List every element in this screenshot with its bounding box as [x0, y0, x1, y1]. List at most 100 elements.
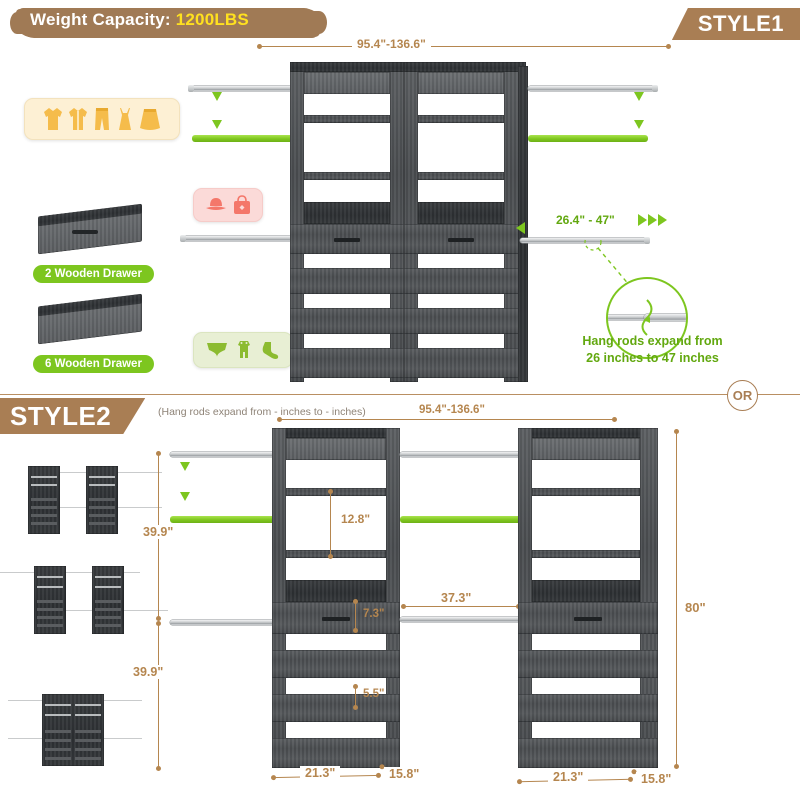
- s2r-left-panel: [518, 428, 532, 768]
- style1-zoom-note-line2: 26 inches to 47 inches: [586, 350, 719, 365]
- style1-callout-dash: [584, 238, 631, 287]
- style1-top-width-line: [257, 43, 671, 51]
- style2-right-width-label: 21.3": [548, 770, 589, 784]
- pants-icon: [95, 108, 109, 130]
- s2l-top-inner: [286, 438, 386, 460]
- style1-rod-cap-ll: [180, 235, 186, 242]
- style1-closet-unit: [290, 62, 530, 382]
- style2-rod-upper-left: [170, 452, 280, 457]
- style2-top-width-line: [277, 416, 617, 424]
- drawer-label-2: 2 Wooden Drawer: [33, 265, 154, 283]
- clothing-badge: [24, 98, 180, 140]
- underwear-icon: [207, 343, 227, 357]
- accessories-badge: [193, 188, 263, 222]
- style1-rod-expandable-cap: [644, 237, 650, 244]
- s2r-drawer-handle[interactable]: [574, 617, 602, 621]
- section-divider: [0, 394, 800, 395]
- s2r-slat-1: [518, 650, 658, 678]
- tower-left-mid-panel: [390, 62, 404, 382]
- style1-zoom-note-line1: Hang rods expand from: [582, 334, 723, 348]
- tower-left-slat-3: [290, 348, 404, 378]
- style2-tag: STYLE2: [0, 398, 145, 434]
- skirt-icon: [140, 109, 160, 130]
- style2-drawer-height-label: 7.3": [363, 608, 385, 620]
- s2r-top-inner: [532, 438, 640, 460]
- style1-zoom-note: Hang rods expand from 26 inches to 47 in…: [565, 333, 740, 367]
- tower-right-drawer-handle[interactable]: [448, 238, 474, 242]
- s2r-right-panel: [640, 428, 658, 768]
- s2r-slat-3: [518, 738, 658, 768]
- hat-icon: [205, 198, 226, 210]
- s2l-drawer-handle[interactable]: [322, 617, 350, 621]
- tower-left-top-inner: [304, 72, 390, 94]
- tower-left-slat-2: [290, 308, 404, 334]
- style2-greenrod-center: [400, 516, 522, 523]
- tower-left-drawer-handle[interactable]: [334, 238, 360, 242]
- style2-upper-height-label: 39.9": [138, 525, 179, 539]
- or-badge: OR: [727, 380, 758, 411]
- style2-shelf-gap-line: [327, 489, 335, 559]
- s2r-shelf-2: [532, 550, 640, 558]
- style2-lower-height-line: [155, 621, 163, 771]
- tower-left-top: [290, 62, 404, 72]
- tower-left-shelf-3: [304, 202, 390, 224]
- drawer-image-2: [32, 200, 147, 258]
- style2-rod-center-upper: [400, 452, 522, 457]
- s2l-slat-3: [272, 738, 400, 768]
- style1-arrow-down-left2: [212, 120, 222, 129]
- tower-right-slat-3: [404, 348, 526, 378]
- expand-arrow-icon: [641, 299, 653, 336]
- s2l-shelf-2: [286, 550, 386, 558]
- drawer-image-6: [32, 290, 147, 348]
- style2-shelf-gap-label: 12.8": [341, 512, 371, 526]
- style1-tag-label: STYLE1: [697, 11, 784, 36]
- sock-icon: [262, 342, 279, 359]
- style2-right-tower: [518, 428, 658, 768]
- s2r-slat-2: [518, 694, 658, 722]
- s2l-shelf-3: [286, 580, 386, 602]
- s2l-slat-1: [272, 650, 400, 678]
- weight-capacity-label: Weight Capacity:: [30, 10, 171, 29]
- style2-total-height-line: [673, 429, 681, 769]
- weight-capacity-banner: [10, 8, 327, 38]
- style2-slat-gap-line: [352, 684, 360, 710]
- tower-right-left-panel: [404, 62, 418, 382]
- style1-tag: STYLE1: [671, 8, 800, 40]
- s2r-top: [518, 428, 658, 438]
- style1-arrow-down-left: [212, 92, 222, 101]
- style2-slat-gap-label: 5.5": [363, 688, 385, 700]
- style1-rod-expandable: [520, 238, 648, 243]
- style1-rod-upper-right: [528, 86, 656, 91]
- style2-center-gap-line: [401, 603, 521, 611]
- s2r-shelf-1: [532, 488, 640, 496]
- style1-top-width-label: 95.4"-136.6": [352, 37, 431, 51]
- tower-right-side-panel: [504, 62, 520, 382]
- style1-arrow-down-right2: [634, 120, 644, 129]
- s2l-shelf-1: [286, 488, 386, 496]
- style2-hint: (Hang rods expand from - inches to - inc…: [158, 406, 366, 418]
- style2-left-depth-label: 15.8": [384, 767, 425, 781]
- style1-arrow-right-c: [658, 214, 667, 226]
- style2-left-width-label: 21.3": [300, 766, 341, 780]
- tower-left-side-panel: [290, 62, 304, 382]
- style2-rod-center-lower: [400, 617, 522, 622]
- style2-top-width-label: 95.4"-136.6": [414, 404, 490, 416]
- dress-icon: [119, 108, 131, 130]
- style1-rod-expand-dim: 26.4" - 47": [556, 213, 615, 227]
- style1-greenrod-right: [528, 135, 648, 142]
- s2l-left-panel: [272, 428, 286, 768]
- style2-arrow-down-b: [180, 492, 190, 501]
- tower-right-top: [404, 62, 526, 72]
- style1-arrow-left: [516, 222, 525, 234]
- weight-capacity-value: 1200LBS: [175, 10, 249, 29]
- style2-center-gap-label: 37.3": [436, 591, 477, 605]
- style2-tag-label: STYLE2: [10, 400, 112, 431]
- drawer-label-6: 6 Wooden Drawer: [33, 355, 154, 373]
- tower-right-shelf-2: [418, 172, 504, 180]
- tower-left-slat-1: [290, 268, 404, 294]
- s2l-top: [272, 428, 400, 438]
- sweater-icon: [44, 108, 62, 130]
- style2-lower-height-label: 39.9": [128, 665, 169, 679]
- weight-capacity-text: Weight Capacity: 1200LBS: [30, 10, 249, 30]
